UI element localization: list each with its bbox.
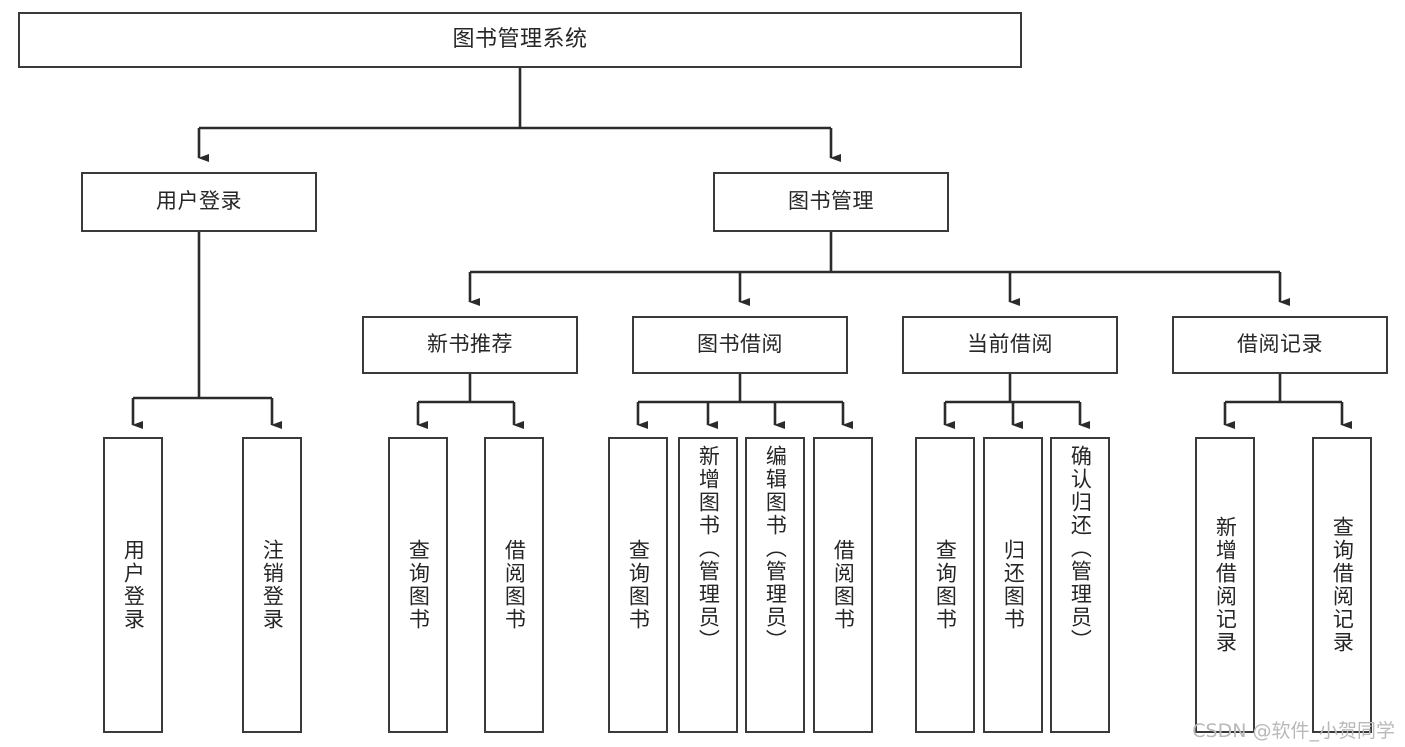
node-label: 用户登录 xyxy=(121,539,146,631)
node-borrowing-records[interactable]: 借阅记录 xyxy=(1172,316,1388,374)
node-root-book-management-system[interactable]: 图书管理系统 xyxy=(18,12,1022,68)
node-book-management[interactable]: 图书管理 xyxy=(713,172,949,232)
leaf-borrow-books-recommend[interactable]: 借阅图书 xyxy=(484,437,544,733)
node-label: 借阅图书 xyxy=(502,539,527,631)
leaf-edit-book-admin[interactable]: 编辑图书（管理员） xyxy=(745,437,805,733)
leaf-add-book-admin[interactable]: 新增图书（管理员） xyxy=(678,437,738,733)
node-label: 新增图书（管理员） xyxy=(696,445,721,652)
watermark-text: CSDN @软件_小贺同学 xyxy=(1192,720,1395,742)
node-label: 新书推荐 xyxy=(427,332,513,357)
node-user-login[interactable]: 用户登录 xyxy=(81,172,317,232)
node-current-borrowing[interactable]: 当前借阅 xyxy=(902,316,1118,374)
node-label: 编辑图书（管理员） xyxy=(763,445,788,652)
node-label: 注销登录 xyxy=(260,539,285,631)
node-book-borrowing[interactable]: 图书借阅 xyxy=(632,316,848,374)
node-new-book-recommendation[interactable]: 新书推荐 xyxy=(362,316,578,374)
leaf-add-borrow-record[interactable]: 新增借阅记录 xyxy=(1195,437,1255,733)
leaf-borrow-books[interactable]: 借阅图书 xyxy=(813,437,873,733)
node-label: 查询图书 xyxy=(626,539,651,631)
node-label: 新增借阅记录 xyxy=(1213,516,1238,654)
node-label: 用户登录 xyxy=(156,189,242,214)
leaf-query-books-borrow[interactable]: 查询图书 xyxy=(608,437,668,733)
node-label: 归还图书 xyxy=(1001,539,1026,631)
node-label: 查询借阅记录 xyxy=(1330,516,1355,654)
node-label: 当前借阅 xyxy=(967,332,1053,357)
leaf-return-books[interactable]: 归还图书 xyxy=(983,437,1043,733)
node-label: 图书管理 xyxy=(788,189,874,214)
leaf-logout[interactable]: 注销登录 xyxy=(242,437,302,733)
leaf-confirm-return-admin[interactable]: 确认归还（管理员） xyxy=(1050,437,1110,733)
leaf-query-borrow-record[interactable]: 查询借阅记录 xyxy=(1312,437,1372,733)
node-label: 查询图书 xyxy=(933,539,958,631)
node-label: 图书借阅 xyxy=(697,332,783,357)
node-label: 查询图书 xyxy=(406,539,431,631)
node-label: 借阅图书 xyxy=(831,539,856,631)
node-label: 借阅记录 xyxy=(1237,332,1323,357)
leaf-query-books-current[interactable]: 查询图书 xyxy=(915,437,975,733)
node-label: 确认归还（管理员） xyxy=(1068,445,1093,652)
leaf-user-login[interactable]: 用户登录 xyxy=(103,437,163,733)
leaf-query-books-recommend[interactable]: 查询图书 xyxy=(388,437,448,733)
node-label: 图书管理系统 xyxy=(452,26,588,52)
